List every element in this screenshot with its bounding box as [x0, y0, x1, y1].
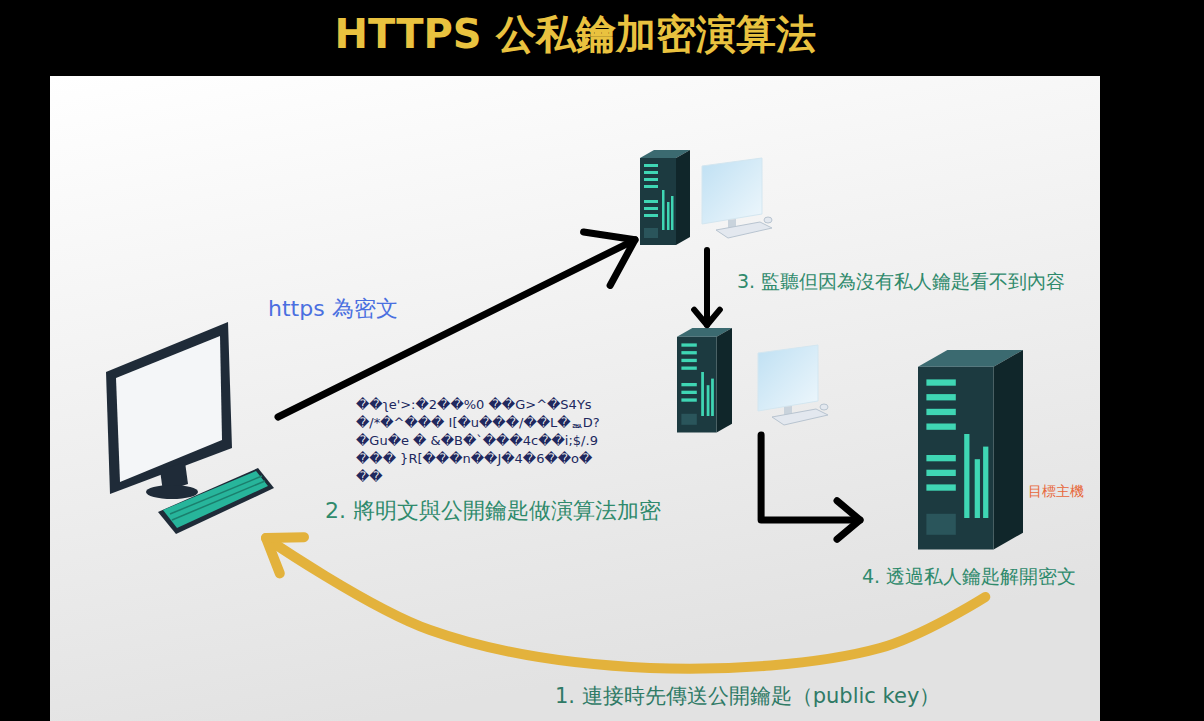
edge-label: https 為密文 — [268, 296, 398, 322]
arrow-head — [837, 501, 860, 540]
key-row — [170, 476, 262, 514]
connector-line — [704, 250, 710, 325]
public-key-arrow — [266, 537, 985, 669]
key-row — [172, 481, 265, 520]
eavesdrop-server — [672, 325, 834, 435]
monitor-screen — [116, 336, 222, 482]
step-text: 4. 透過私人鑰匙解開密文 — [862, 565, 1076, 588]
client-computer — [100, 318, 278, 538]
server-icon — [640, 150, 772, 245]
client-icon — [106, 322, 274, 534]
desktop — [702, 158, 772, 238]
desktop — [758, 345, 828, 425]
arrow-head — [266, 537, 304, 573]
keyboard-keys — [163, 471, 268, 528]
slide-panel — [50, 76, 1100, 721]
step-text: 2. 將明文與公開鑰匙做演算法加密 — [325, 498, 661, 524]
diagram-title: HTTPS 公私鑰加密演算法 — [0, 10, 1150, 58]
arrow-head — [584, 232, 635, 285]
eavesdrop-server — [635, 148, 795, 250]
eavesdrop-arrow — [694, 250, 720, 325]
step-text: 1. 連接時先傳送公開鑰匙（public key） — [555, 684, 940, 709]
relay-arrow — [761, 435, 860, 539]
target-server-icon — [918, 350, 1023, 550]
server-tower — [918, 350, 1023, 550]
connector-line — [266, 538, 985, 669]
keyboard-body — [158, 468, 274, 534]
server-tower — [677, 328, 732, 433]
connector-line — [278, 240, 635, 417]
https-arrow — [278, 232, 635, 417]
monitor-frame — [106, 322, 232, 494]
node-label: 目標主機 — [1028, 483, 1084, 500]
server-tower — [640, 150, 690, 245]
arrow-head — [694, 310, 720, 325]
step-text: 3. 監聽但因為沒有私人鑰匙看不到內容 — [737, 270, 1065, 293]
monitor-base — [146, 485, 198, 499]
server-icon — [677, 328, 828, 433]
target-host: 目標主機 4. 透過私人鑰匙解開密文 — [860, 345, 1092, 595]
ciphertext: ��ʅe'>:�2��%0 ��G>^�S4Ys�/*�^��� I[�u���… — [356, 396, 601, 486]
